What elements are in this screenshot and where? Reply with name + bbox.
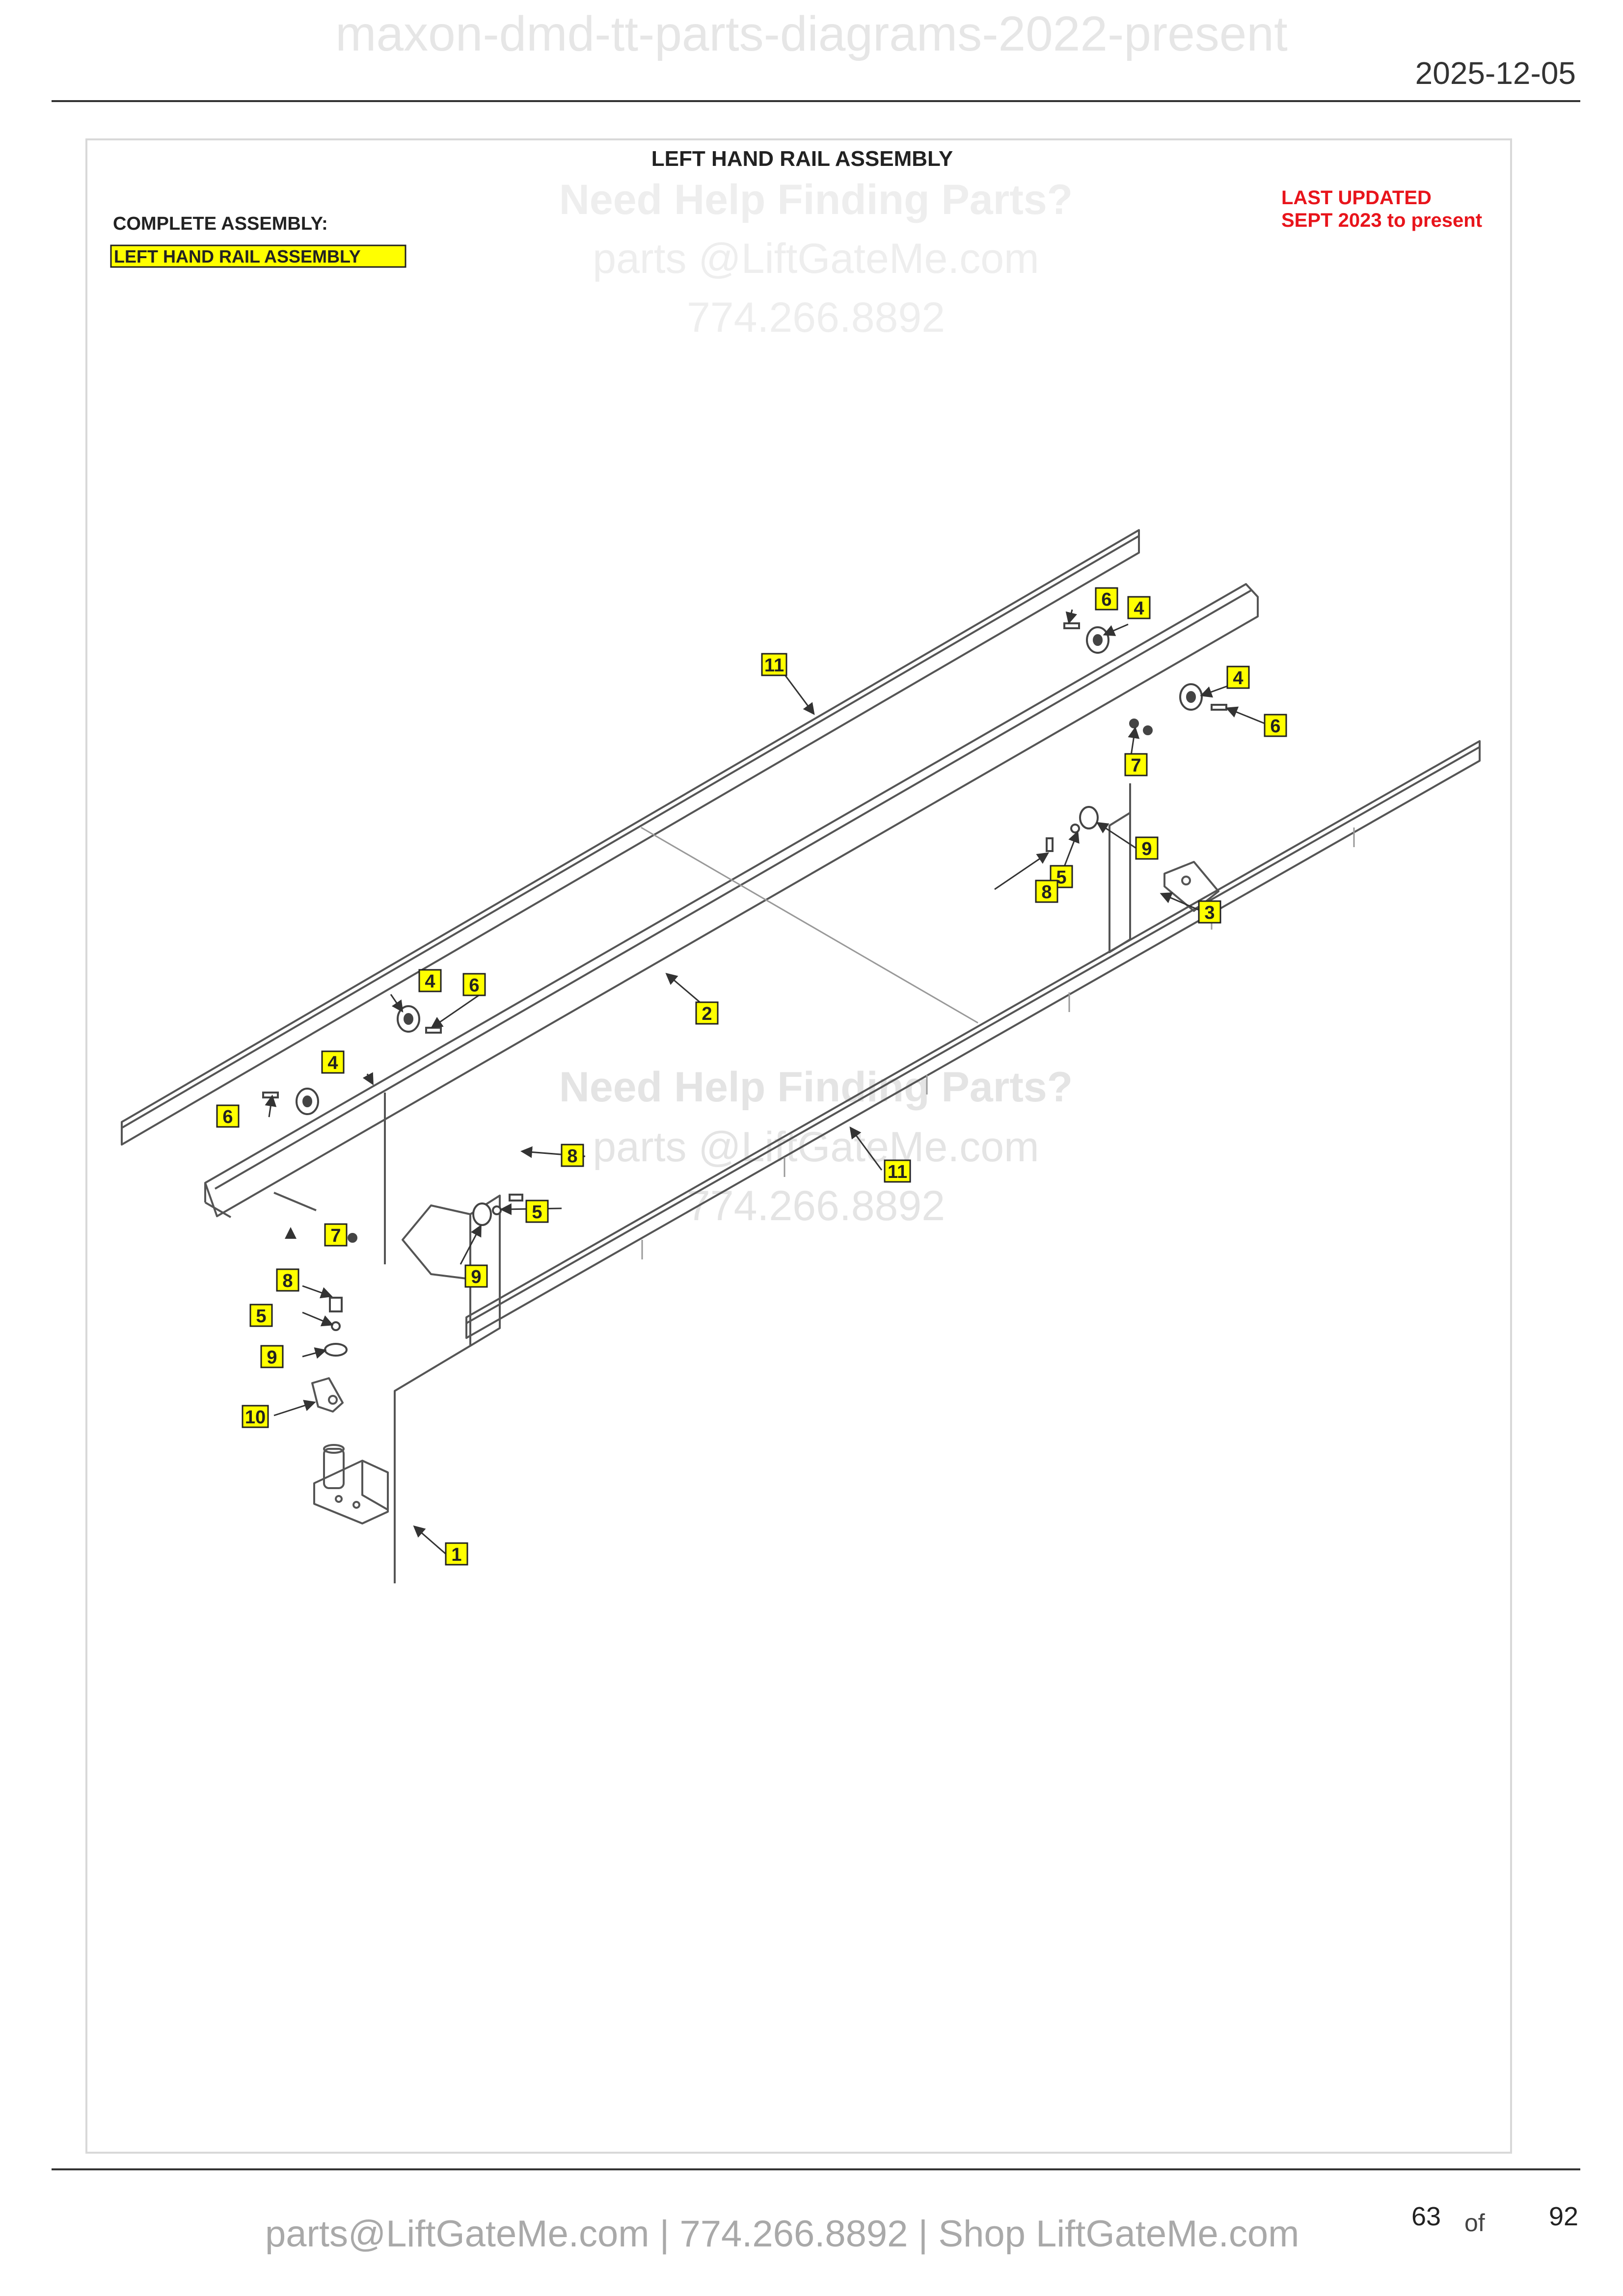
svg-text:8: 8 [567,1146,577,1167]
bolt-6 [1211,704,1227,711]
hinge-plate [313,1460,389,1524]
svg-text:1: 1 [451,1545,461,1565]
complete-assembly-label: COMPLETE ASSEMBLY: [113,214,328,234]
bolt-8 [509,1194,523,1201]
callout-11: 11 [761,653,787,676]
watermark-phone: 774.266.8892 [687,1182,945,1229]
callout-7: 7 [1124,753,1148,776]
svg-text:5: 5 [532,1202,542,1223]
watermark-heading: Need Help Finding Parts? [559,176,1073,223]
parts-diagram: LEFT HAND RAIL ASSEMBLY COMPLETE ASSEMBL… [110,147,1482,1583]
footer-rule [52,2168,1580,2170]
svg-text:5: 5 [256,1306,266,1327]
svg-text:5: 5 [1056,867,1066,888]
washer-9 [1079,806,1099,829]
document-date: 2025-12-05 [1415,55,1576,91]
svg-text:7: 7 [330,1226,341,1246]
bolt-6 [262,1092,279,1098]
callout-10: 10 [242,1405,269,1428]
callout-4: 4 [1127,596,1151,619]
svg-text:4: 4 [1134,598,1144,619]
tab-10 [311,1377,344,1413]
svg-text:6: 6 [1270,716,1280,737]
callout-9: 9 [260,1345,284,1368]
last-updated-range: SEPT 2023 to present [1281,210,1482,231]
svg-text:4: 4 [425,971,435,992]
callout-4: 4 [1226,666,1250,689]
watermark-email: parts @LiftGateMe.com [593,235,1039,282]
complete-assembly-value: LEFT HAND RAIL ASSEMBLY [114,246,361,267]
svg-text:9: 9 [471,1267,481,1287]
callout-6: 6 [216,1104,240,1128]
svg-text:8: 8 [1041,882,1052,903]
footer-contact: parts@LiftGateMe.com | 774.266.8892 | Sh… [265,2213,1299,2255]
leader-lines [265,609,1265,1555]
callout-1: 1 [445,1542,468,1566]
callout-11: 11 [884,1159,911,1183]
callout-9: 9 [464,1264,488,1288]
callout-3: 3 [1198,900,1221,924]
svg-text:6: 6 [469,975,479,996]
callout-2: 2 [695,1001,719,1025]
diagram-frame [85,138,1512,2154]
svg-text:7: 7 [1131,755,1141,776]
complete-assembly-highlight [110,244,406,268]
bolt-6 [425,1027,442,1034]
callout-7: 7 [324,1223,348,1247]
nut-5 [492,1205,502,1215]
last-updated-label: LAST UPDATED [1281,187,1432,209]
callout-4: 4 [418,969,442,992]
callout-5: 5 [525,1200,549,1223]
callout-4: 4 [321,1050,345,1074]
callout-5: 5 [1050,865,1073,888]
svg-text:6: 6 [1101,589,1111,610]
header-rule [52,100,1580,102]
watermark-email: parts @LiftGateMe.com [593,1123,1039,1171]
main-channel [204,583,1259,1217]
nut-5 [331,1321,341,1331]
svg-text:2: 2 [702,1004,712,1024]
svg-text:4: 4 [1233,668,1243,689]
svg-text:9: 9 [267,1347,277,1368]
svg-text:9: 9 [1141,839,1152,859]
callouts: 11 2 1 3 4 4 4 4 5 5 5 6 6 6 6 7 7 8 8 8… [216,587,1287,1566]
svg-text:11: 11 [764,655,784,676]
bolt-8 [329,1297,343,1312]
right-upright [1109,812,1131,953]
callout-6: 6 [462,973,486,996]
callout-8: 8 [561,1144,584,1167]
watermark-phone: 774.266.8892 [687,294,945,341]
svg-text:3: 3 [1204,903,1215,923]
svg-text:11: 11 [888,1162,907,1182]
callout-5: 5 [249,1304,273,1327]
svg-text:8: 8 [282,1271,293,1291]
lower-rail [465,740,1481,1339]
clip-7 [348,1233,357,1243]
bolt-8 [1046,837,1054,852]
callout-8: 8 [1035,880,1058,903]
clip-7 [1143,725,1153,735]
callout-6: 6 [1095,587,1118,611]
left-upright [469,1195,501,1347]
svg-text:10: 10 [245,1407,266,1428]
watermark-heading: Need Help Finding Parts? [559,1064,1073,1111]
page-of-label: of [1464,2209,1485,2237]
svg-text:6: 6 [222,1107,233,1127]
washer-9 [472,1202,492,1226]
washer-9 [324,1343,348,1357]
document-title: maxon-dmd-tt-parts-diagrams-2022-present [335,6,1288,61]
callout-8: 8 [276,1268,299,1292]
nut-5 [1070,824,1080,833]
upper-rail [121,529,1140,1146]
svg-text:4: 4 [327,1053,338,1073]
page-total: 92 [1549,2202,1579,2231]
bolt-6 [1063,622,1080,629]
watermark-top: Need Help Finding Parts? parts @LiftGate… [559,176,1073,341]
watermark-middle: Need Help Finding Parts? parts @LiftGate… [559,1064,1073,1229]
callout-9: 9 [1135,836,1159,860]
clip-7 [1129,719,1139,728]
callout-6: 6 [1264,714,1287,737]
diagram-title: LEFT HAND RAIL ASSEMBLY [651,147,953,171]
page-number: 63 [1411,2202,1441,2231]
